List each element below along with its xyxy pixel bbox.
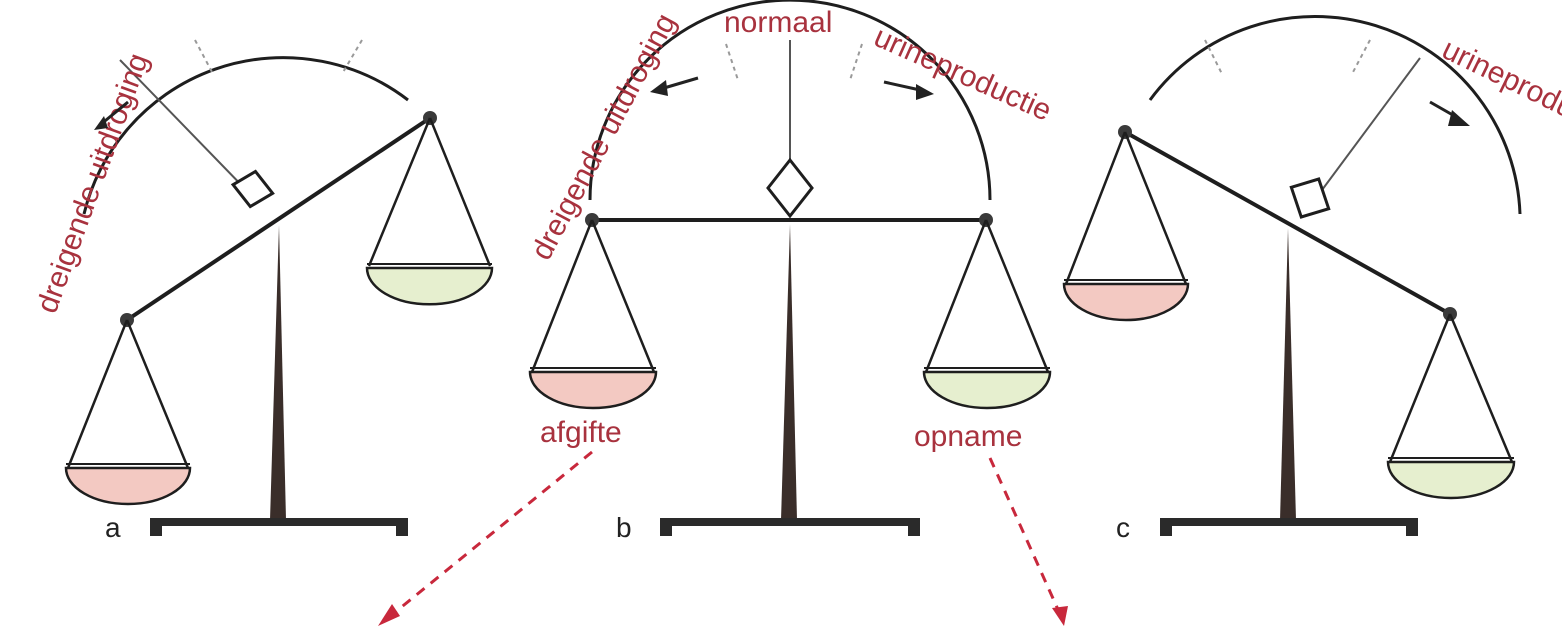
pan-in-b [924, 372, 1050, 408]
base-b [660, 518, 920, 526]
pillar-c [1280, 228, 1296, 520]
scale-panel-b: normaal dreigende uitdroging urineproduc… [525, 0, 1056, 543]
pan-in-a [367, 268, 492, 304]
pan-out-b [530, 372, 656, 408]
pointer-c [1322, 58, 1420, 190]
label-afgifte: afgifte [540, 416, 622, 449]
arc-ticks-c [1205, 40, 1370, 74]
pan-out-c [1064, 284, 1188, 320]
scale-panel-c: urineproductie c [1064, 16, 1562, 543]
panel-letter-b: b [616, 512, 632, 543]
pan-in-c [1388, 462, 1514, 498]
dashed-arrows [378, 452, 1068, 626]
pillar-a [270, 225, 286, 520]
dashed-arrow-opname [990, 458, 1060, 614]
dashed-arrow-afgifte [388, 452, 592, 618]
label-urineproductie-b: urineproductie [869, 20, 1056, 127]
pillar-b [781, 224, 797, 520]
panel-letter-a: a [105, 512, 121, 543]
pan-out-a [66, 468, 190, 504]
label-normaal: normaal [724, 6, 832, 39]
arrow-right-c [1448, 110, 1470, 126]
label-dreigende-uitdroging-a: dreigende uitdroging [31, 49, 156, 317]
base-a [150, 518, 408, 526]
arrow-right-b [916, 84, 934, 100]
panel-letter-c: c [1116, 512, 1130, 543]
base-c [1160, 518, 1418, 526]
label-opname: opname [914, 420, 1022, 453]
arc-ticks-b [726, 44, 862, 80]
arrow-left-b [650, 80, 668, 96]
label-dreigende-uitdroging-b: dreigende uitdroging [525, 8, 683, 265]
pivot-box-c [1287, 175, 1332, 220]
pivot-box-a [232, 170, 274, 209]
pivot-box-b [768, 160, 812, 216]
scale-panel-a: dreigende uitdroging a [31, 40, 492, 543]
